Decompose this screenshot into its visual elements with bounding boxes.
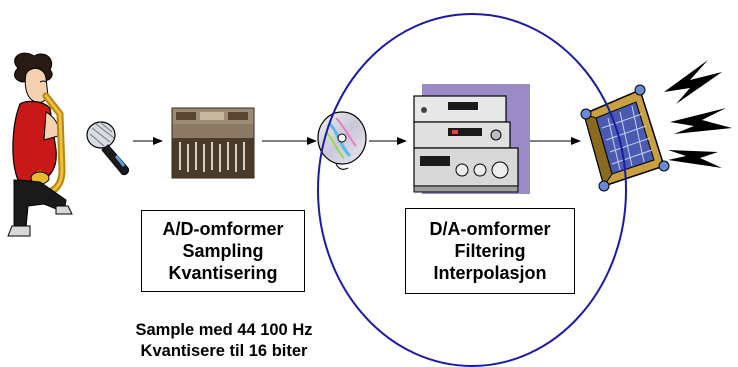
stereo-system-icon xyxy=(413,84,530,194)
loudspeaker-icon xyxy=(580,60,732,192)
ad-box-line-1: A/D-omformer xyxy=(162,219,284,239)
caption-line-2: Kvantisere til 16 biter xyxy=(140,342,308,360)
ad-converter-box: A/D-omformer Sampling Kvantisering xyxy=(141,210,305,292)
microphone-icon xyxy=(86,121,129,175)
mixing-console-image xyxy=(171,107,255,179)
da-box-line-2: Filtering xyxy=(454,241,526,261)
da-converter-box: D/A-omformer Filtering Interpolasjon xyxy=(405,208,575,294)
saxophone-player-icon xyxy=(7,52,73,237)
da-highlight-circle xyxy=(317,13,627,367)
da-box-line-1: D/A-omformer xyxy=(429,219,551,239)
ad-box-line-2: Sampling xyxy=(182,241,264,261)
da-box-line-3: Interpolasjon xyxy=(433,263,547,283)
sampling-caption: Sample med 44 100 Hz Kvantisere til 16 b… xyxy=(96,320,352,362)
caption-line-1: Sample med 44 100 Hz xyxy=(135,321,313,339)
ad-box-line-3: Kvantisering xyxy=(168,263,278,283)
compact-disc-icon xyxy=(317,111,367,170)
